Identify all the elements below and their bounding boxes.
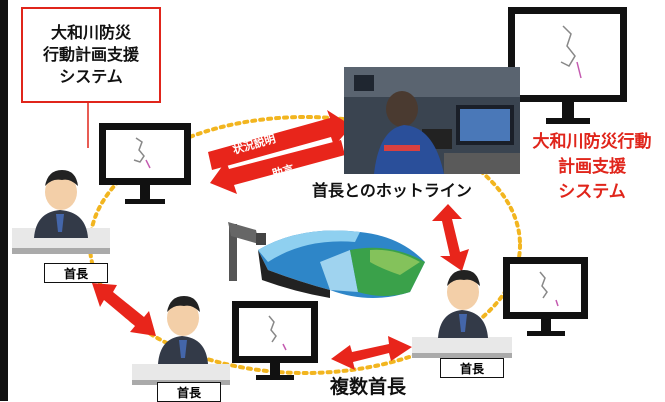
operator-photo: [344, 67, 520, 174]
system-label-red: 大和川防災行動 計画支援 システム: [522, 130, 662, 205]
system-label-line: 行動計画支援: [42, 45, 139, 64]
system-label-box: 大和川防災 行動計画支援 システム: [21, 7, 161, 103]
camera-icon: [228, 222, 266, 281]
hotline-arrow-vertical: [432, 204, 469, 271]
monitor-screen: [232, 301, 318, 363]
system-label-red-line: システム: [558, 182, 626, 202]
hotline-label: 首長とのホットライン: [312, 181, 472, 200]
system-label-line: 大和川防災: [50, 23, 131, 42]
monitor-screen: [508, 7, 627, 102]
advice-arrow: [210, 140, 345, 194]
nameplate-right: 首長: [440, 358, 504, 378]
map-thumbnail: [560, 25, 582, 79]
multiple-leaders-label: 複数首長: [330, 376, 407, 398]
map-thumbnail: [133, 137, 151, 169]
leader-link-arrow-left: [92, 283, 156, 336]
nameplate-bottom-left: 首長: [157, 382, 221, 402]
left-frame-bar: [0, 0, 8, 401]
status-arrow: [208, 110, 352, 170]
nameplate-left: 首長: [44, 263, 108, 283]
operator-photo-illustration: [344, 67, 520, 174]
river-levee-icon: [258, 230, 425, 299]
map-thumbnail: [268, 315, 287, 351]
system-label-red-line: 大和川防災行動: [532, 132, 652, 152]
leader-link-arrow-bottom: [331, 336, 412, 370]
map-thumbnail: [539, 271, 559, 307]
monitor-screen: [99, 123, 191, 185]
system-label-line: システム: [59, 67, 123, 86]
system-label-red-line: 計画支援: [558, 157, 626, 177]
monitor-screen: [503, 257, 588, 319]
